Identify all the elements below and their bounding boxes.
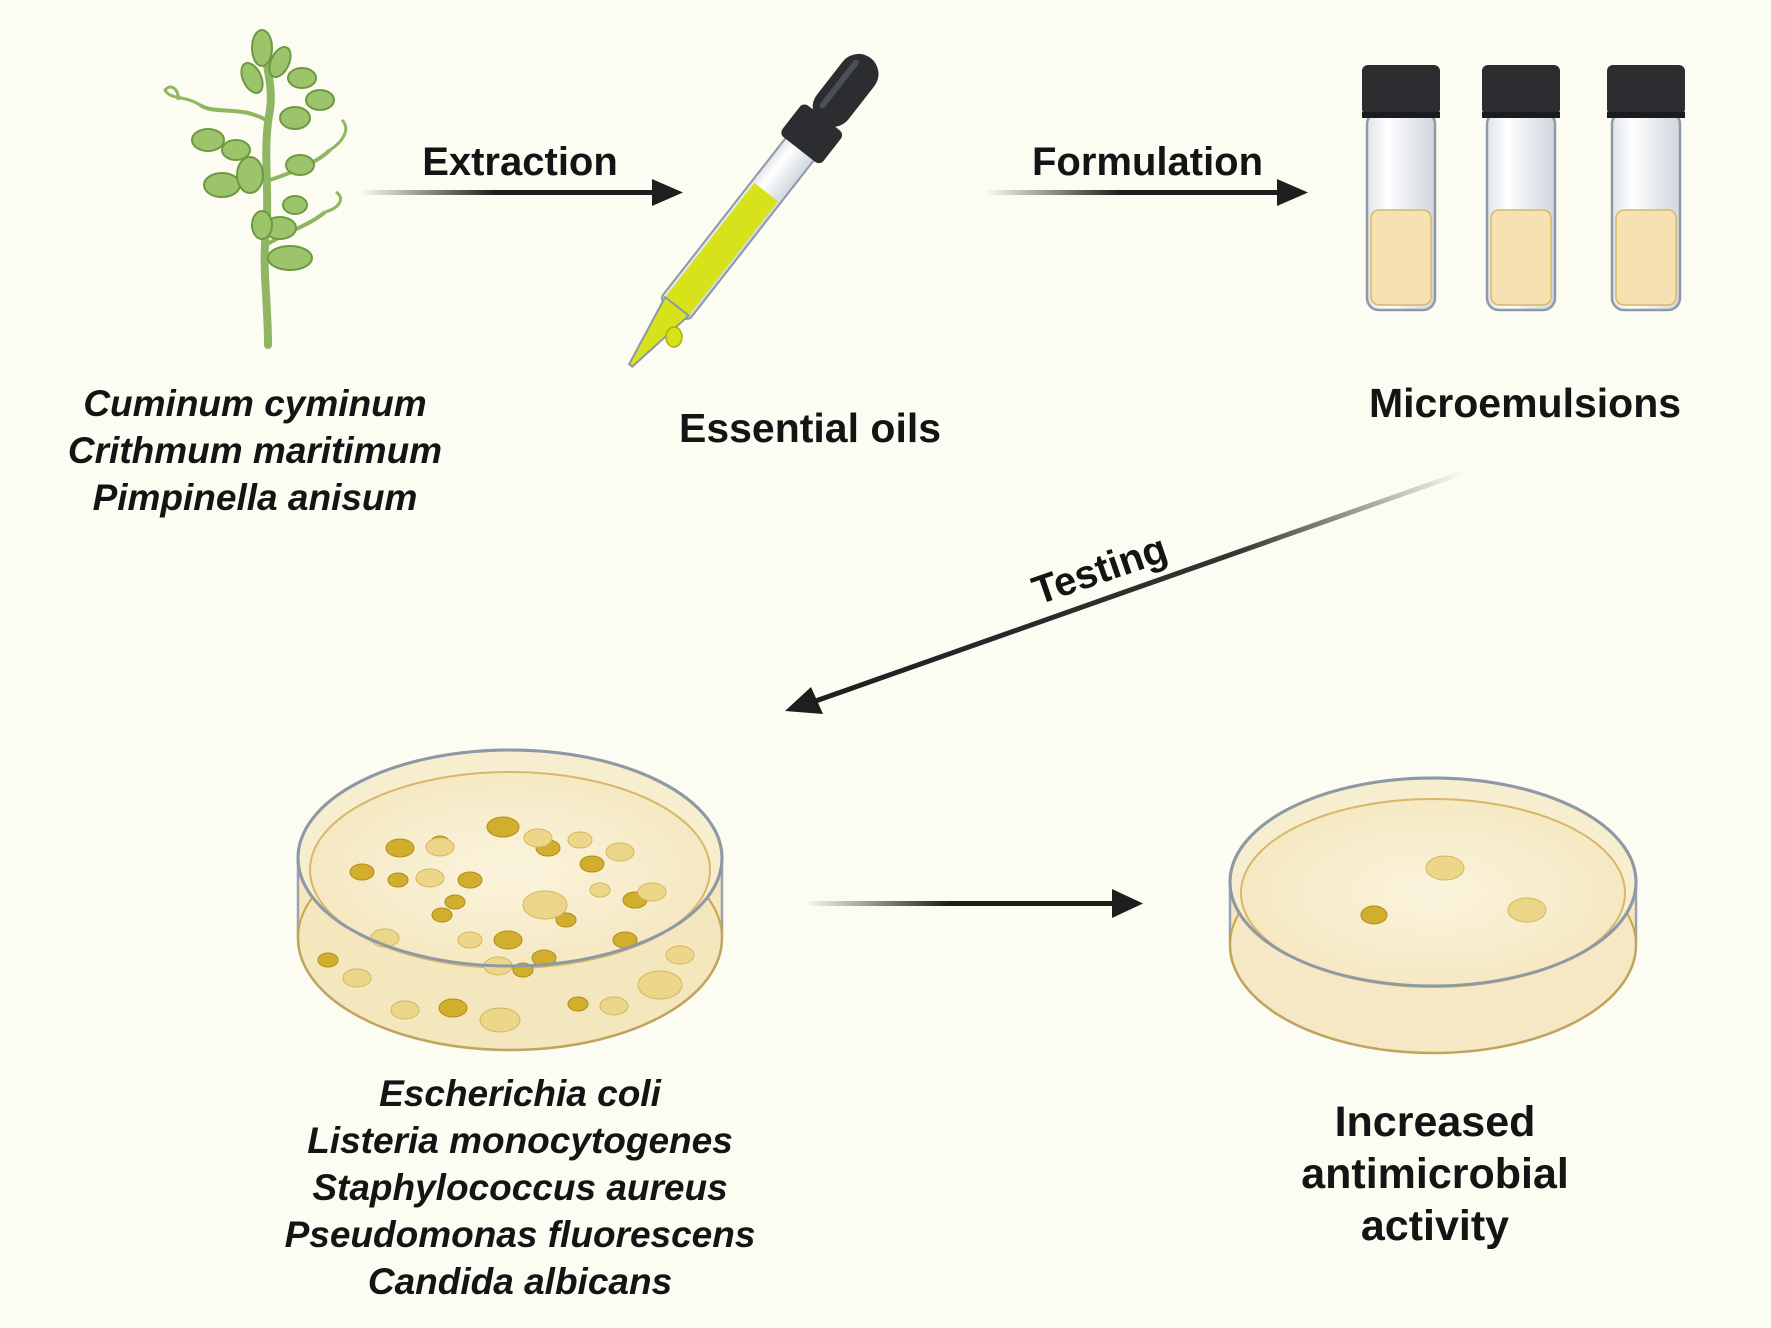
result-line-2: antimicrobial [1301, 1150, 1569, 1198]
microbe-species-4: Pseudomonas fluorescens [284, 1214, 756, 1255]
result-line-1: Increased [1334, 1098, 1536, 1146]
result-line-3: activity [1360, 1202, 1510, 1250]
plant-species-1: Cuminum cyminum [83, 383, 427, 424]
petri-dish-colonies-icon [296, 748, 724, 1052]
extraction-arrow [360, 179, 683, 206]
microbe-species-list: Escherichia coli Listeria monocytogenes … [240, 1070, 800, 1305]
microbe-species-3: Staphylococcus aureus [312, 1167, 728, 1208]
plant-icon [163, 29, 348, 349]
formulation-label: Formulation [1031, 140, 1264, 184]
dropper-icon [627, 53, 879, 369]
plant-species-3: Pimpinella anisum [92, 477, 418, 518]
petri-dish-treated-icon [1228, 776, 1638, 1055]
formulation-arrow [985, 179, 1308, 206]
result-label: Increased antimicrobial activity [1240, 1096, 1630, 1252]
microbe-species-2: Listeria monocytogenes [307, 1120, 733, 1161]
plant-species-2: Crithmum maritimum [67, 430, 443, 471]
vials-icon [1362, 65, 1685, 312]
essential-oils-label: Essential oils [678, 405, 942, 451]
testing-arrow [785, 469, 1466, 714]
extraction-label: Extraction [422, 140, 618, 184]
plant-species-list: Cuminum cyminum Crithmum maritimum Pimpi… [40, 380, 470, 521]
microemulsions-label: Microemulsions [1368, 380, 1682, 426]
microbe-species-5: Candida albicans [367, 1261, 673, 1302]
result-arrow [805, 889, 1143, 918]
microbe-species-1: Escherichia coli [379, 1073, 661, 1114]
